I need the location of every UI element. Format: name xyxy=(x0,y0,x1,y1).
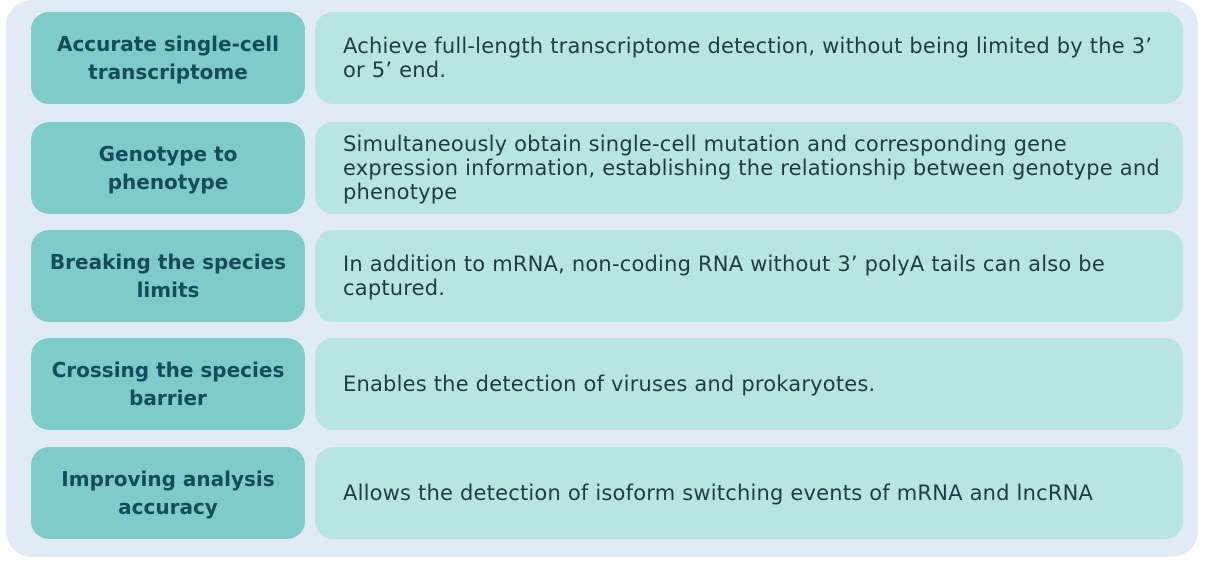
features-panel: Accurate single-cell transcriptome Achie… xyxy=(6,0,1198,557)
feature-row-genotype: Genotype to phenotype Simultaneously obt… xyxy=(31,122,1183,214)
feature-label: Accurate single-cell transcriptome xyxy=(31,12,305,104)
feature-description: Allows the detection of isoform switchin… xyxy=(343,481,1094,505)
feature-label: Improving analysis accuracy xyxy=(31,447,305,539)
feature-description: Enables the detection of viruses and pro… xyxy=(343,372,876,396)
feature-description-box: Achieve full-length transcriptome detect… xyxy=(315,12,1183,104)
feature-description: Achieve full-length transcriptome detect… xyxy=(343,34,1153,82)
feature-row-species-barrier: Crossing the species barrier Enables the… xyxy=(31,338,1183,430)
feature-label: Crossing the species barrier xyxy=(31,338,305,430)
feature-description-box: In addition to mRNA, non-coding RNA with… xyxy=(315,230,1183,322)
feature-label: Breaking the species limits xyxy=(31,230,305,322)
feature-description-box: Allows the detection of isoform switchin… xyxy=(315,447,1183,539)
feature-description-box: Enables the detection of viruses and pro… xyxy=(315,338,1183,430)
feature-row-species-limits: Breaking the species limits In addition … xyxy=(31,230,1183,322)
feature-description: In addition to mRNA, non-coding RNA with… xyxy=(343,252,1105,300)
feature-row-transcriptome: Accurate single-cell transcriptome Achie… xyxy=(31,12,1183,104)
feature-label: Genotype to phenotype xyxy=(31,122,305,214)
feature-description: Simultaneously obtain single-cell mutati… xyxy=(343,132,1160,204)
feature-row-analysis-accuracy: Improving analysis accuracy Allows the d… xyxy=(31,447,1183,539)
feature-description-box: Simultaneously obtain single-cell mutati… xyxy=(315,122,1183,214)
